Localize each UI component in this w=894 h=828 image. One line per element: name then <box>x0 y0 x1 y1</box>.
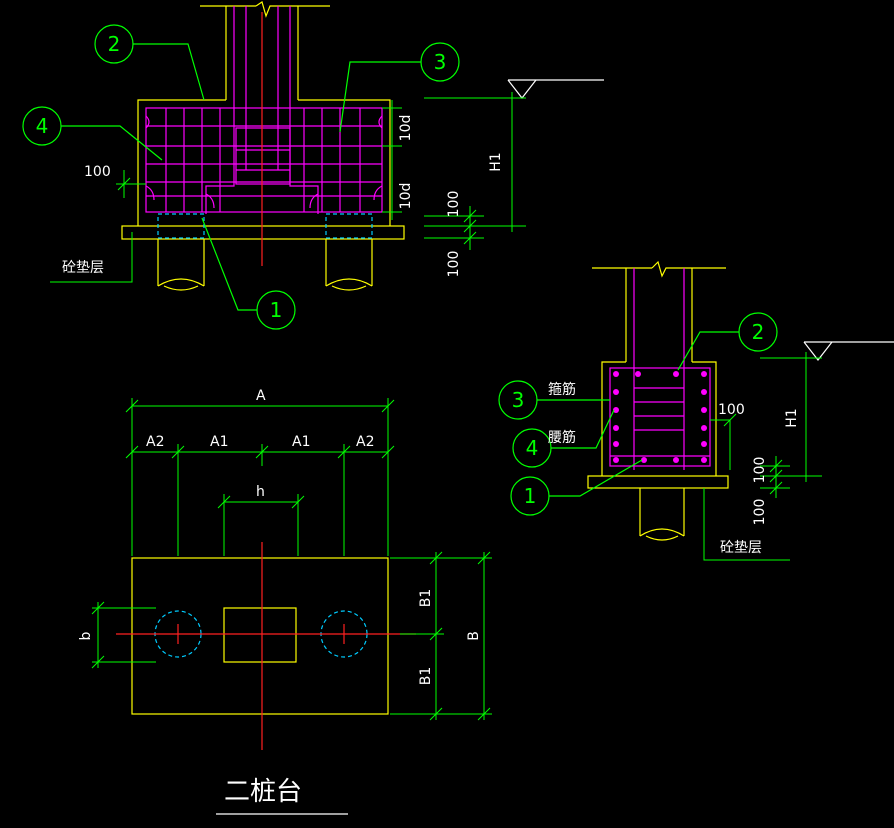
dim-b: b <box>78 631 94 640</box>
callout-label-3-long: 3 <box>434 50 447 74</box>
cushion-label-short: 砼垫层 <box>720 540 762 556</box>
plan-centerlines <box>116 542 416 750</box>
dim-h: h <box>256 484 265 500</box>
dim-10d-bottom: 10d <box>398 183 414 210</box>
column-outline-short <box>587 260 729 489</box>
dim-100-cover-long <box>116 170 146 198</box>
dim-A: A <box>256 388 266 404</box>
cushion-leader-short <box>703 488 790 561</box>
column-plan-outline <box>223 607 297 663</box>
dim-100-short-a: 100 <box>752 457 768 484</box>
callout-label-3-short: 3 <box>512 388 525 412</box>
dim-A1-left: A1 <box>210 434 228 450</box>
dim-100-cover-long-text: 100 <box>84 164 111 180</box>
section-long: 2 3 4 1 100 10d 10d <box>22 1 604 330</box>
cushion-leader-long <box>50 232 133 283</box>
callout-label-1-short: 1 <box>524 484 537 508</box>
dim-B1-bottom: B1 <box>418 667 434 686</box>
column-rebar-short <box>609 268 711 470</box>
rebar-dots-short <box>613 371 707 463</box>
dim-A2-left: A2 <box>146 434 164 450</box>
cap-plan-outline <box>131 557 389 715</box>
pile-short <box>639 488 685 541</box>
dim-100-short-b: 100 <box>752 499 768 526</box>
dim-A2-right: A2 <box>356 434 374 450</box>
plan-dimensions-sides <box>91 551 492 721</box>
plan-view: A A2 A1 A1 A2 h <box>78 388 492 815</box>
drawing-title: 二桩台 <box>224 777 302 807</box>
callout-label-1-long: 1 <box>270 298 283 322</box>
grade-marker-short <box>803 341 894 361</box>
callout-label-2-short: 2 <box>752 320 765 344</box>
cap-rebar-grid-long <box>145 107 383 213</box>
label-waist-rebar: 腰筋 <box>548 429 576 446</box>
dim-H1-short-lines <box>760 352 822 498</box>
dim-H1-short: H1 <box>784 408 800 427</box>
dim-100-side-short: 100 <box>718 402 745 418</box>
dim-100-long-b: 100 <box>446 251 462 278</box>
dim-100-long-a: 100 <box>446 191 462 218</box>
dim-A1-right: A1 <box>292 434 310 450</box>
label-stirrup: 箍筋 <box>548 381 576 398</box>
dim-10d-top: 10d <box>398 115 414 142</box>
section-short: 2 3 4 1 箍筋 腰筋 100 H1 100 100 砼垫 <box>498 260 894 561</box>
plan-dimensions-top <box>125 398 395 556</box>
callout-label-2-long: 2 <box>108 32 121 56</box>
dim-H1-long: H1 <box>488 152 504 171</box>
callout-label-4-long: 4 <box>36 114 49 138</box>
piles-long <box>157 213 373 291</box>
dim-B: B <box>466 631 482 641</box>
dim-B1-top: B1 <box>418 589 434 608</box>
callout-label-4-short: 4 <box>526 436 539 460</box>
cushion-label-long: 砼垫层 <box>62 260 104 276</box>
dim-H1-long-lines <box>424 92 526 250</box>
